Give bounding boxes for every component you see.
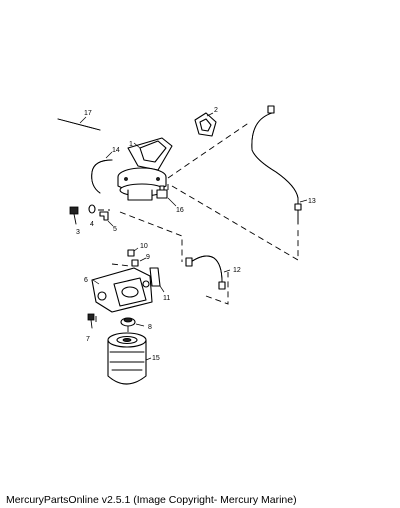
part-14-hose xyxy=(91,151,113,194)
part-5-elbow xyxy=(99,211,114,227)
fuel-system-parts-diagram: 17 2 1 14 13 16 4 3 5 10 9 12 6 11 8 7 1… xyxy=(57,105,316,385)
callout-7: 7 xyxy=(86,336,90,343)
callout-6: 6 xyxy=(84,277,88,284)
part-9-fitting xyxy=(131,257,147,267)
callout-15: 15 xyxy=(152,355,160,362)
callout-5: 5 xyxy=(113,226,117,233)
part-1-fuel-pump xyxy=(117,137,173,201)
callout-17: 17 xyxy=(84,110,92,117)
callout-11: 11 xyxy=(163,295,170,302)
callout-3: 3 xyxy=(76,229,80,236)
part-3-bolt xyxy=(69,206,79,225)
callout-10: 10 xyxy=(140,243,148,250)
callout-16: 16 xyxy=(176,207,184,214)
copyright-footer: MercuryPartsOnline v2.5.1 (Image Copyrig… xyxy=(6,494,297,506)
part-12-fuel-line xyxy=(185,255,231,290)
callout-8: 8 xyxy=(148,324,152,331)
part-6-filter-base xyxy=(91,267,153,313)
part-16-fitting xyxy=(156,185,177,207)
callout-14: 14 xyxy=(112,147,120,154)
callout-2: 2 xyxy=(214,107,218,114)
part-17-rod xyxy=(57,116,101,131)
part-8-adapter xyxy=(120,317,145,327)
callout-12: 12 xyxy=(233,267,241,274)
part-11-fitting xyxy=(149,267,165,293)
part-4-washer xyxy=(88,204,96,214)
part-2-gasket xyxy=(194,112,217,137)
part-10-fitting xyxy=(127,247,139,257)
part-7-bolt xyxy=(87,313,95,329)
callout-9: 9 xyxy=(146,254,150,261)
part-13-fuel-line xyxy=(251,105,308,225)
assembly-dash-lines xyxy=(95,121,299,332)
part-15-fuel-filter xyxy=(107,332,152,385)
callout-1: 1 xyxy=(129,141,133,148)
callout-4: 4 xyxy=(90,221,94,228)
callout-13: 13 xyxy=(308,198,316,205)
